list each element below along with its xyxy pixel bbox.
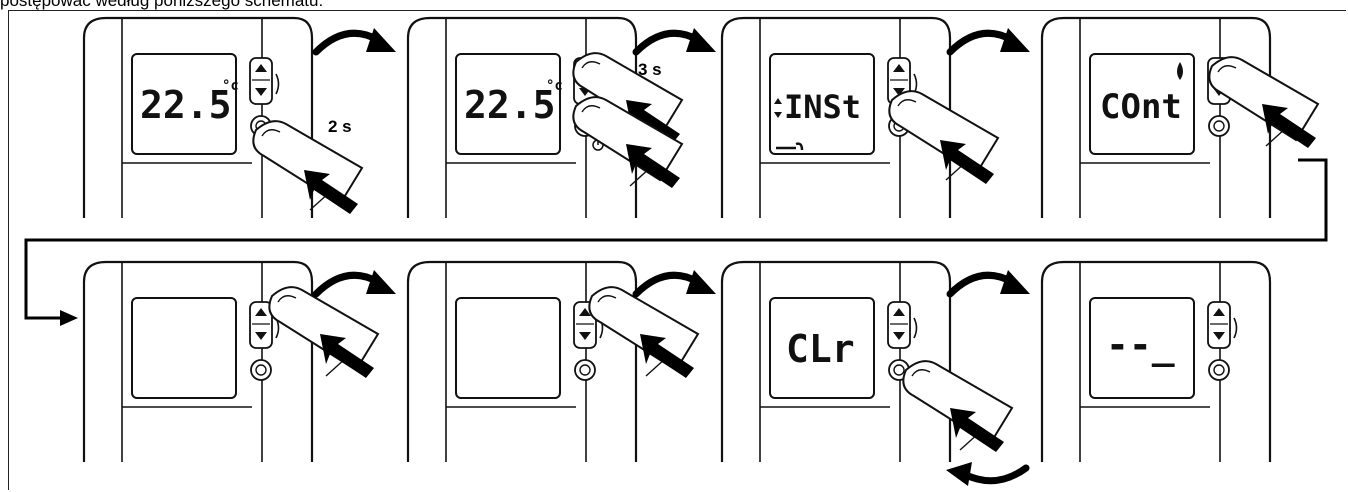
instruction-caption: postępować według poniższego schematu: — [0, 0, 324, 10]
display-step-8: --_ — [1106, 323, 1175, 367]
display-step-2: 22.5 — [464, 83, 556, 127]
display-step-3: INSt — [784, 88, 861, 126]
transition-arrow-1 — [316, 28, 396, 52]
display-unit-1: °c — [222, 78, 239, 94]
transition-arrow-6 — [950, 270, 1030, 294]
return-arrow — [946, 462, 1030, 486]
transition-arrow-4 — [316, 270, 396, 294]
transition-arrow-5 — [636, 270, 716, 294]
updown-indicator-icon — [774, 98, 782, 118]
hold-label-step-1: 2 s — [328, 117, 352, 136]
transition-arrow-2 — [636, 28, 716, 52]
display-step-4: COnt — [1100, 87, 1182, 127]
diagram-frame — [8, 10, 1346, 490]
display-step-1: 22.5 — [140, 83, 232, 127]
transition-arrow-3 — [950, 28, 1030, 52]
hold-label-step-2: 3 s — [638, 60, 662, 79]
display-unit-2: °c — [546, 78, 563, 94]
display-step-7: CLr — [786, 327, 855, 371]
row-connector — [24, 158, 1328, 326]
flame-icon — [1177, 62, 1183, 80]
wrench-icon — [776, 142, 804, 151]
